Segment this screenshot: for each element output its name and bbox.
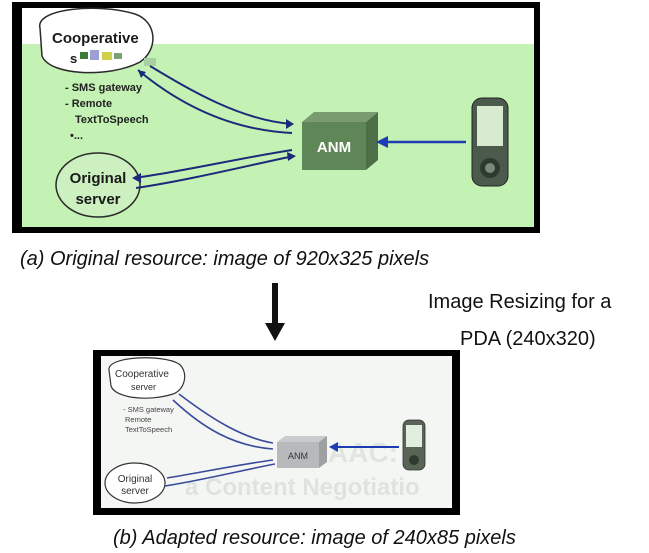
- cooperative-label: Cooperative: [52, 30, 139, 47]
- resize-note-line2: PDA (240x320): [460, 328, 596, 350]
- adapted-caption: (b) Adapted resource: image of 240x85 pi…: [113, 527, 516, 549]
- arrow-anm-to-cooperative: [137, 69, 293, 134]
- adapted-cooperative-sub: server: [131, 382, 156, 392]
- cooperative-sub-label: s: [70, 51, 77, 66]
- adapted-service-item: TextToSpeech: [125, 425, 172, 434]
- adapted-anm-label: ANM: [288, 451, 308, 461]
- arrow-cooperative-to-anm: [149, 65, 293, 125]
- adapted-arrow: [166, 459, 274, 479]
- original-server-label: Original: [70, 170, 127, 187]
- adapted-anm-box: [277, 442, 319, 468]
- adapted-service-item: - SMS gateway: [123, 405, 174, 414]
- adapted-original-label: server: [121, 486, 149, 497]
- anm-label: ANM: [317, 139, 351, 156]
- original-server-label: server: [75, 191, 120, 208]
- service-item: TextToSpeech: [75, 114, 149, 126]
- anm-box: [302, 122, 366, 170]
- arrow-anm-to-server: [133, 149, 293, 179]
- watermark-glyph: AAC:: [328, 437, 398, 468]
- adapted-pda-icon: [402, 419, 426, 471]
- adapted-arrow: [172, 399, 274, 450]
- adapted-cooperative-label: Cooperative: [115, 369, 169, 380]
- service-item: •...: [70, 130, 83, 142]
- watermark-text: a Content Negotiatio: [185, 474, 420, 501]
- original-server-bubble: [55, 152, 141, 218]
- original-caption: (a) Original resource: image of 920x325 …: [20, 248, 430, 270]
- down-arrow: [265, 283, 285, 341]
- adapted-service-item: Remote: [125, 415, 151, 424]
- adapted-original-server-bubble: [104, 462, 166, 504]
- adapted-arrow: [164, 463, 276, 487]
- adapted-cooperative-bubble: [108, 357, 186, 399]
- resize-note-line1: Image Resizing for a: [428, 291, 612, 313]
- pda-icon: [471, 97, 509, 187]
- service-item: - Remote: [65, 98, 112, 110]
- arrow-server-to-anm: [135, 155, 295, 189]
- cooperative-server-bubble: [39, 7, 154, 74]
- original-resource-image: Cooperative s - SMS gateway - Remote Tex…: [12, 2, 540, 233]
- adapted-original-label: Original: [118, 474, 152, 485]
- service-item: - SMS gateway: [65, 82, 143, 94]
- adapted-arrow: [178, 393, 274, 444]
- adapted-resource-image: AAC: a Content Negotiatio Cooperative se…: [93, 350, 460, 515]
